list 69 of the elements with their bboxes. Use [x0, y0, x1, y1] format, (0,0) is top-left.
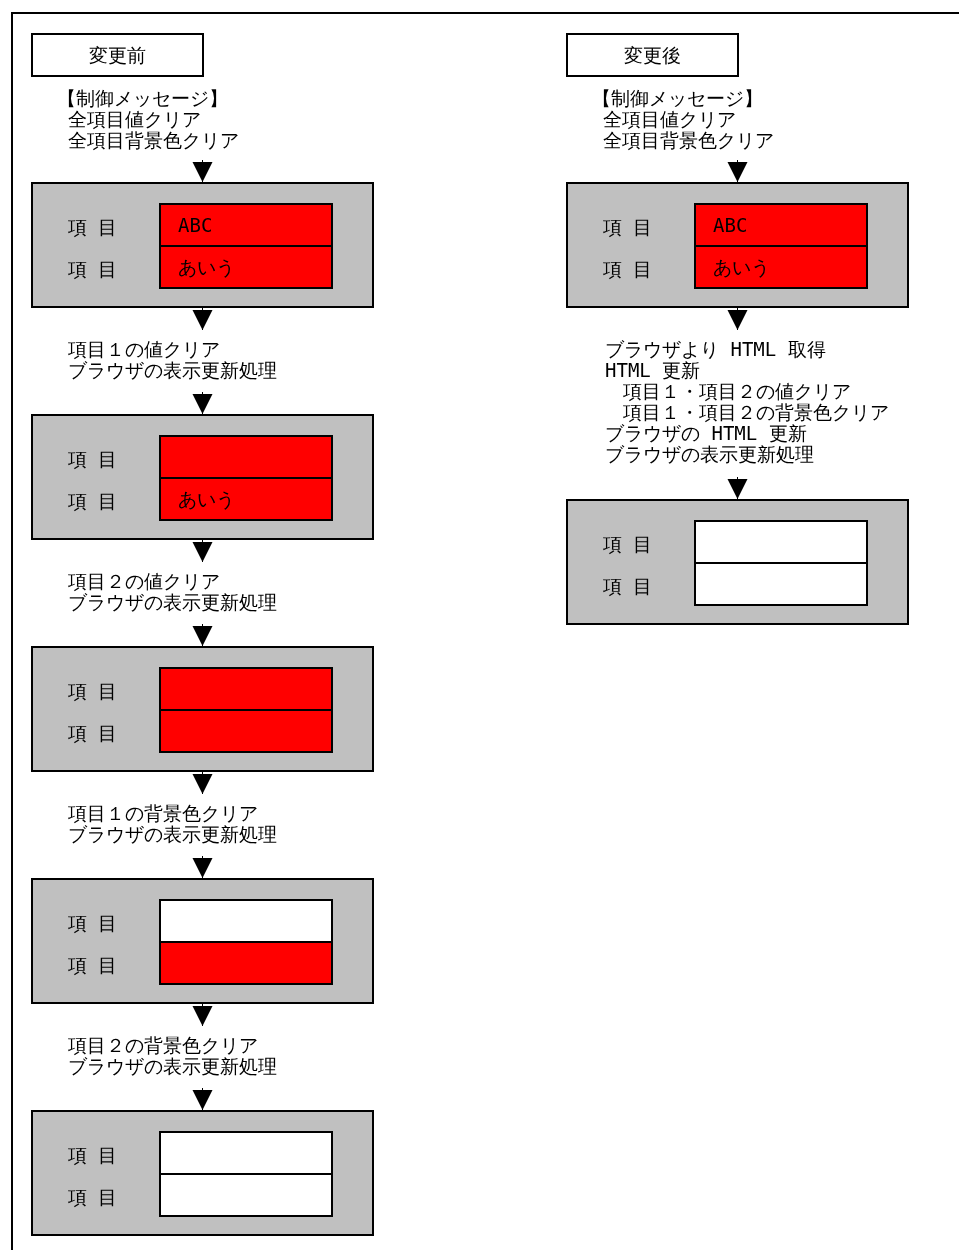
arrow	[727, 307, 748, 331]
step-text: HTML 更新	[605, 360, 701, 381]
title-box: 変更前	[31, 33, 204, 77]
step-text: 全項目背景色クリア	[68, 130, 239, 151]
item-label: 項 目	[68, 259, 118, 280]
item-label: 項 目	[68, 913, 118, 934]
arrow	[192, 539, 213, 563]
step-text: ブラウザの表示更新処理	[605, 444, 814, 465]
arrow	[192, 159, 213, 183]
input-field: ABC	[694, 203, 868, 247]
input-field	[159, 1131, 333, 1175]
title-box: 変更後	[566, 33, 739, 77]
step-text: 項目２の値クリア	[68, 571, 220, 592]
input-field	[159, 667, 333, 711]
arrow	[727, 476, 748, 500]
step-text: 全項目値クリア	[603, 109, 736, 130]
item-label: 項 目	[68, 681, 118, 702]
panel	[566, 499, 909, 625]
item-label: 項 目	[68, 491, 118, 512]
step-text: ブラウザの表示更新処理	[68, 824, 277, 845]
item-label: 項 目	[603, 534, 653, 555]
input-field	[159, 435, 333, 479]
arrow	[192, 391, 213, 415]
panel	[566, 182, 909, 308]
step-text: 全項目値クリア	[68, 109, 201, 130]
step-text: ブラウザの表示更新処理	[68, 360, 277, 381]
input-field	[694, 564, 868, 606]
step-text: 項目２の背景色クリア	[68, 1035, 258, 1056]
step-text: ブラウザの表示更新処理	[68, 1056, 277, 1077]
panel	[31, 414, 374, 540]
step-text: 全項目背景色クリア	[603, 130, 774, 151]
input-field	[694, 520, 868, 564]
input-field	[159, 1175, 333, 1217]
arrow	[192, 1087, 213, 1111]
arrow	[727, 159, 748, 183]
item-label: 項 目	[68, 1145, 118, 1166]
input-field	[159, 943, 333, 985]
panel	[31, 646, 374, 772]
input-field	[159, 899, 333, 943]
item-label: 項 目	[68, 1187, 118, 1208]
input-field	[159, 711, 333, 753]
step-text: 項目１・項目２の値クリア	[623, 381, 851, 402]
item-label: 項 目	[68, 217, 118, 238]
item-label: 項 目	[68, 955, 118, 976]
step-text: 【制御メッセージ】	[592, 88, 763, 109]
item-label: 項 目	[603, 217, 653, 238]
item-label: 項 目	[603, 576, 653, 597]
input-field: あいう	[159, 247, 333, 289]
input-field: あいう	[159, 479, 333, 521]
panel	[31, 1110, 374, 1236]
step-text: ブラウザより HTML 取得	[605, 339, 826, 360]
item-label: 項 目	[68, 723, 118, 744]
arrow	[192, 1003, 213, 1027]
panel	[31, 878, 374, 1004]
step-text: 項目１の背景色クリア	[68, 803, 258, 824]
arrow	[192, 771, 213, 795]
input-field: あいう	[694, 247, 868, 289]
arrow	[192, 307, 213, 331]
panel	[31, 182, 374, 308]
input-field: ABC	[159, 203, 333, 247]
step-text: 【制御メッセージ】	[57, 88, 228, 109]
arrow	[192, 855, 213, 879]
step-text: ブラウザの表示更新処理	[68, 592, 277, 613]
item-label: 項 目	[603, 259, 653, 280]
item-label: 項 目	[68, 449, 118, 470]
step-text: 項目１の値クリア	[68, 339, 220, 360]
arrow	[192, 623, 213, 647]
step-text: 項目１・項目２の背景色クリア	[623, 402, 889, 423]
step-text: ブラウザの HTML 更新	[605, 423, 807, 444]
